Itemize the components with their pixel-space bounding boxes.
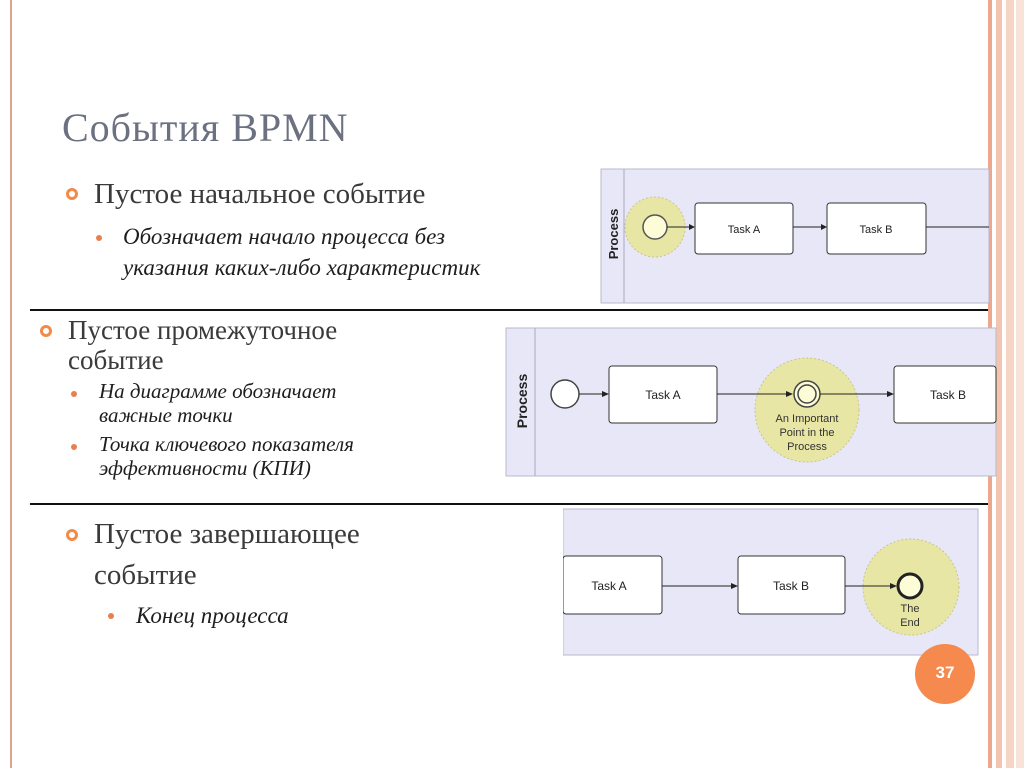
section-intermediate-bullet-1-line-1: На диаграмме обозначает bbox=[99, 379, 337, 403]
section-intermediate-heading-line-1: Пустое промежуточное bbox=[68, 315, 338, 345]
section-end-heading-line-1: Пустое завершающее bbox=[94, 518, 360, 550]
sub-bullet-icon bbox=[71, 444, 77, 450]
task-b-box bbox=[826, 202, 927, 255]
section-intermediate-bullet-2-line-1: Точка ключевого показателя bbox=[99, 432, 354, 456]
arrow-head-icon bbox=[731, 583, 738, 589]
section-start-heading: Пустое начальное событие bbox=[94, 178, 426, 210]
start-event-icon bbox=[642, 214, 668, 240]
intermediate-event-diagram: Process Task A An Important Point in the… bbox=[505, 327, 997, 482]
section-intermediate-bullet-2-line-2: эффективности (КПИ) bbox=[99, 456, 311, 480]
task-b-label: Task B bbox=[773, 579, 809, 593]
arrow-head-icon bbox=[890, 583, 897, 589]
event-label-line: The bbox=[901, 603, 920, 615]
task-b-label: Task B bbox=[859, 224, 892, 236]
section-divider bbox=[30, 503, 988, 505]
task-a-box bbox=[562, 555, 663, 615]
event-label-line: Process bbox=[787, 441, 827, 453]
task-a-label: Task A bbox=[645, 388, 680, 402]
task-b-box bbox=[893, 365, 997, 424]
task-a-box bbox=[694, 202, 794, 255]
section-end-bullet: Конец процесса bbox=[136, 603, 289, 628]
end-event-icon bbox=[896, 572, 924, 600]
task-a-label: Task A bbox=[591, 579, 626, 593]
arrow-head-icon bbox=[602, 391, 609, 397]
section-end-heading-line-2: событие bbox=[94, 559, 197, 591]
section-start-text-line-2: указания каких-либо характеристик bbox=[123, 255, 481, 280]
section-intermediate-heading-line-2: событие bbox=[68, 345, 164, 375]
pool-label: Process bbox=[514, 374, 530, 429]
slide-title: События BPMN bbox=[62, 105, 349, 150]
arrow-head-icon bbox=[887, 391, 894, 397]
arrow-head-icon bbox=[786, 391, 793, 397]
bullet-icon bbox=[40, 325, 52, 337]
task-a-label: Task A bbox=[728, 224, 761, 236]
bullet-icon bbox=[66, 188, 78, 200]
pool-label: Process bbox=[606, 209, 621, 260]
arrow-head-icon bbox=[821, 224, 827, 230]
sub-bullet-icon bbox=[71, 391, 77, 397]
event-label-line: An Important bbox=[776, 413, 839, 425]
event-label-line: End bbox=[900, 617, 920, 629]
event-label-line: Point in the bbox=[779, 427, 834, 439]
task-b-box bbox=[737, 555, 846, 615]
section-intermediate-bullet-1-line-2: важные точки bbox=[99, 403, 233, 427]
sub-bullet-icon bbox=[108, 613, 114, 619]
task-b-label: Task B bbox=[930, 388, 966, 402]
section-divider bbox=[30, 309, 988, 311]
intermediate-event-inner-icon bbox=[797, 384, 817, 404]
section-start-text-line-1: Обозначает начало процесса без bbox=[123, 224, 446, 249]
end-event-diagram: Task A Task B The End bbox=[562, 508, 979, 661]
page-number-badge: 37 bbox=[915, 644, 975, 704]
start-event-diagram: Process Task A Task B bbox=[600, 168, 990, 309]
sub-bullet-icon bbox=[96, 235, 102, 241]
highlight-circle bbox=[754, 357, 860, 463]
start-event-icon bbox=[550, 379, 580, 409]
arrow-head-icon bbox=[689, 224, 695, 230]
left-frame-line bbox=[10, 0, 12, 768]
bullet-icon bbox=[66, 529, 78, 541]
